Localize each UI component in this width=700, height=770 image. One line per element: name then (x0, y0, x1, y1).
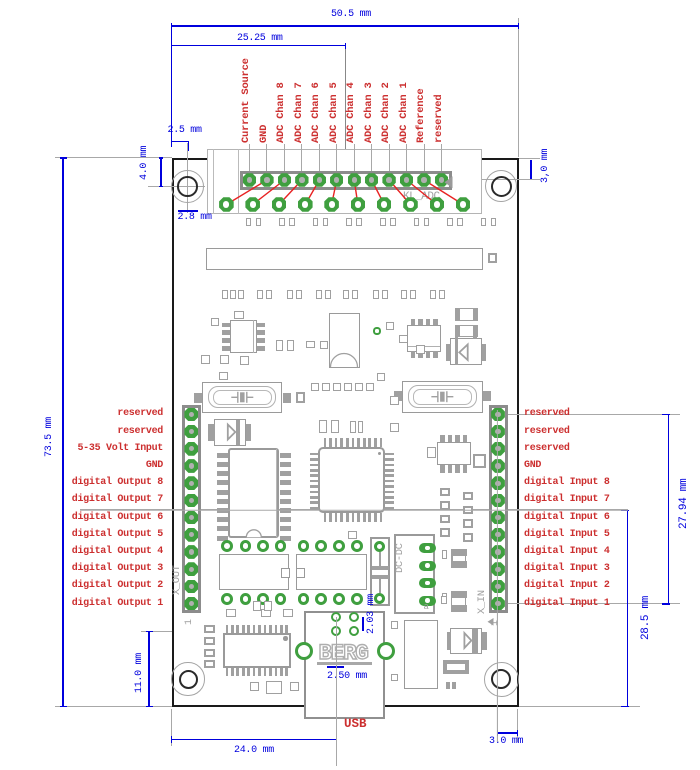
svg-text:BERG: BERG (319, 640, 369, 666)
